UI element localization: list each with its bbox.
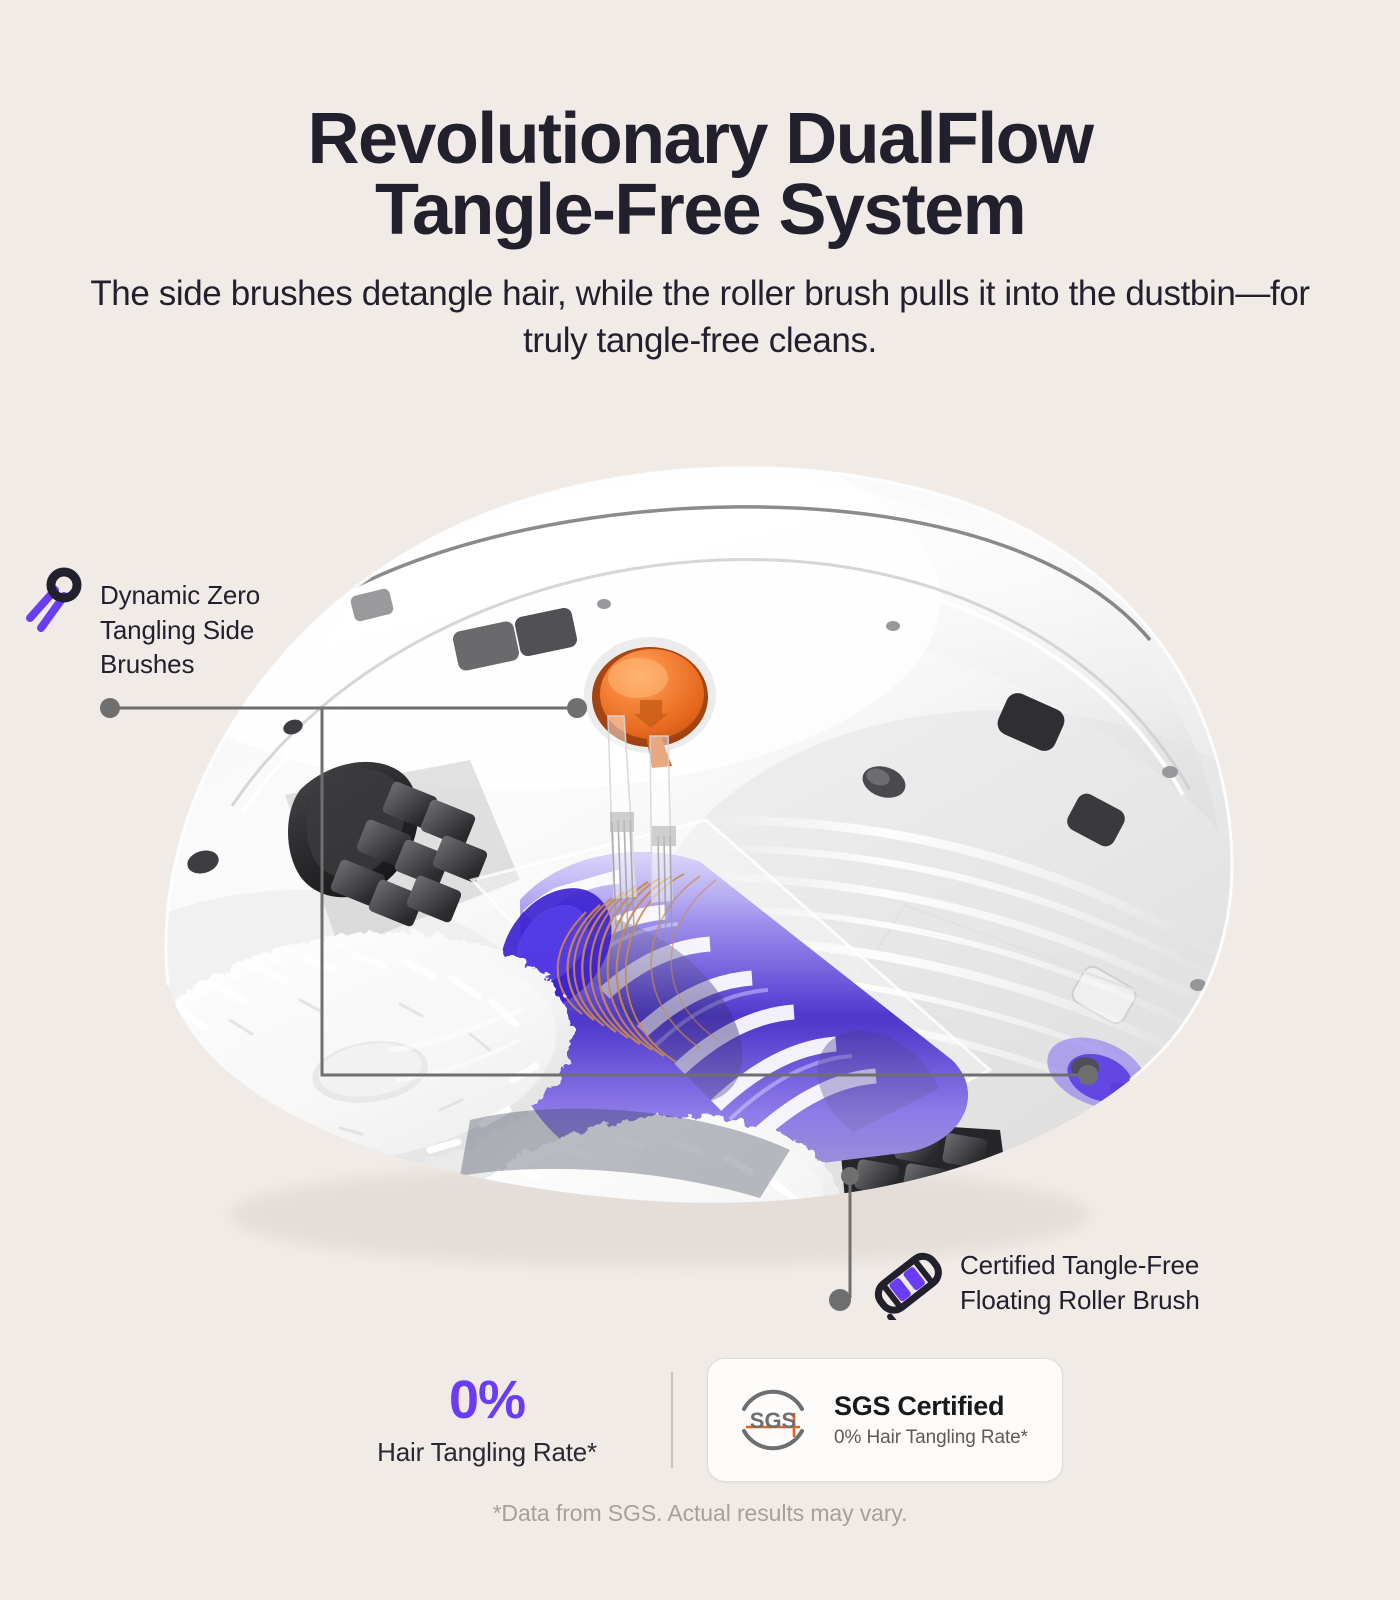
svg-text:SGS: SGS [750, 1408, 796, 1433]
callout-roller-brush-label: Certified Tangle-Free Floating Roller Br… [960, 1250, 1200, 1315]
callout-roller-brush: Certified Tangle-Free Floating Roller Br… [874, 1248, 1260, 1326]
stat-label: Hair Tangling Rate* [377, 1436, 597, 1467]
side-brush-icon [22, 566, 92, 636]
stats-strip: 0% Hair Tangling Rate* SGS SGS Certified… [0, 1358, 1400, 1482]
roller-brush-icon [870, 1248, 948, 1326]
sgs-logo-icon: SGS [730, 1377, 816, 1463]
headline-line-1: Revolutionary DualFlow [307, 99, 1094, 179]
headline-line-2: Tangle-Free System [374, 169, 1027, 250]
header: Revolutionary DualFlow Tangle-Free Syste… [0, 0, 1400, 365]
sgs-certified-badge: SGS SGS Certified 0% Hair Tangling Rate* [707, 1358, 1063, 1482]
stats-divider [671, 1372, 674, 1468]
callout-side-brushes: Dynamic Zero Tangling Side Brushes [26, 567, 360, 682]
footnote: *Data from SGS. Actual results may vary. [492, 1500, 908, 1526]
sgs-subtitle: 0% Hair Tangling Rate* [834, 1427, 1028, 1449]
page-title: Revolutionary DualFlow Tangle-Free Syste… [0, 103, 1400, 250]
hair-tangling-stat: 0% Hair Tangling Rate* [337, 1372, 637, 1468]
stat-value: 0% [449, 1370, 526, 1431]
sgs-text-group: SGS Certified 0% Hair Tangling Rate* [834, 1391, 1028, 1449]
callout-side-brushes-label: Dynamic Zero Tangling Side Brushes [100, 580, 261, 680]
sgs-title: SGS Certified [834, 1390, 1005, 1421]
page-subtitle: The side brushes detangle hair, while th… [90, 274, 1310, 360]
